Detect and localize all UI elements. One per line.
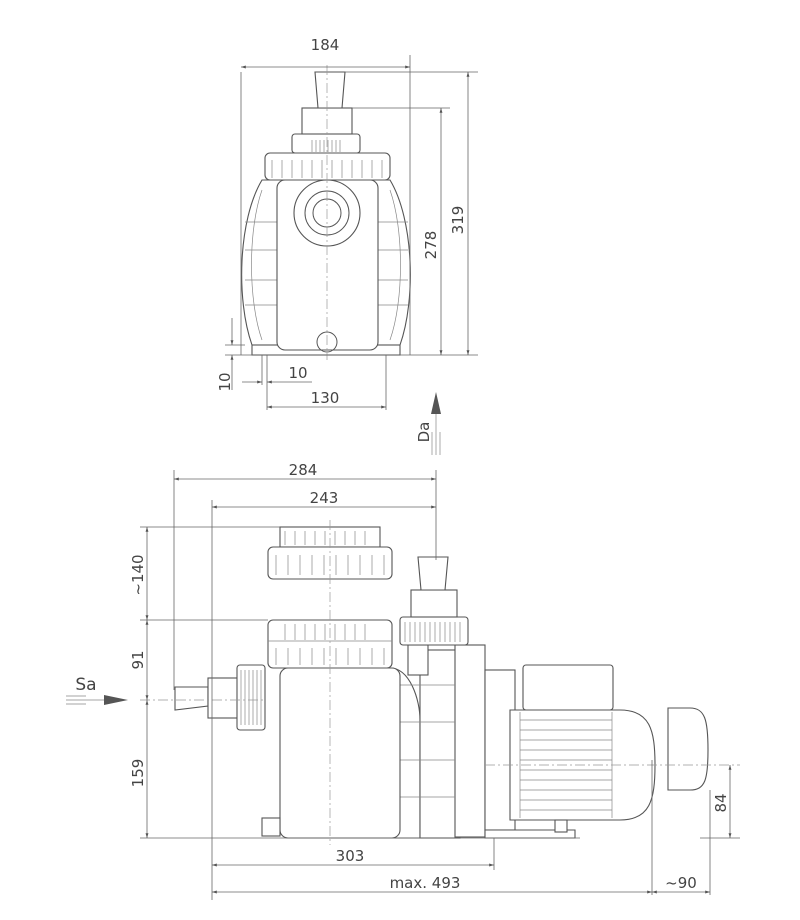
dim-278: 278 [422, 231, 440, 260]
side-view: 284 243 ~140 91 159 84 303 max. 493 ~90 … [66, 461, 740, 900]
dim-91: 91 [129, 650, 147, 669]
dim-159: 159 [129, 759, 147, 788]
dim-303: 303 [336, 847, 365, 865]
dim-284: 284 [289, 461, 318, 479]
outlet-label: Da [415, 422, 433, 443]
motor-flange [454, 644, 486, 838]
pump-volute [419, 649, 461, 839]
inlet-flow-arrow-icon [104, 695, 128, 705]
strainer-lid [264, 152, 391, 181]
dim-10-vertical: 10 [216, 372, 234, 391]
dim-max-493: max. 493 [390, 874, 461, 892]
dim-130: 130 [311, 389, 340, 407]
dim-184: 184 [311, 36, 340, 54]
inlet-label: Sa [75, 675, 96, 695]
dim-319: 319 [449, 206, 467, 235]
inlet-adapter [207, 677, 239, 719]
dim-84: 84 [712, 793, 730, 812]
outlet-union [291, 133, 361, 154]
inlet-union [236, 664, 266, 731]
front-view: 184 319 278 10 10 130 Da [216, 36, 478, 455]
outlet-nozzle [314, 71, 346, 109]
drain-plug-side [261, 817, 281, 837]
dim-140: ~140 [129, 554, 147, 595]
outlet-flow-arrow-icon [431, 392, 441, 414]
outlet-collar-side [410, 589, 458, 618]
inlet-nozzle [174, 686, 209, 711]
fan-cover-removed [667, 707, 709, 791]
outlet-nozzle-side [417, 556, 449, 591]
strainer-body-side [279, 667, 401, 839]
dim-90: ~90 [665, 874, 697, 892]
dim-243: 243 [310, 489, 339, 507]
dim-10-horizontal: 10 [288, 364, 307, 382]
terminal-box [522, 664, 614, 711]
